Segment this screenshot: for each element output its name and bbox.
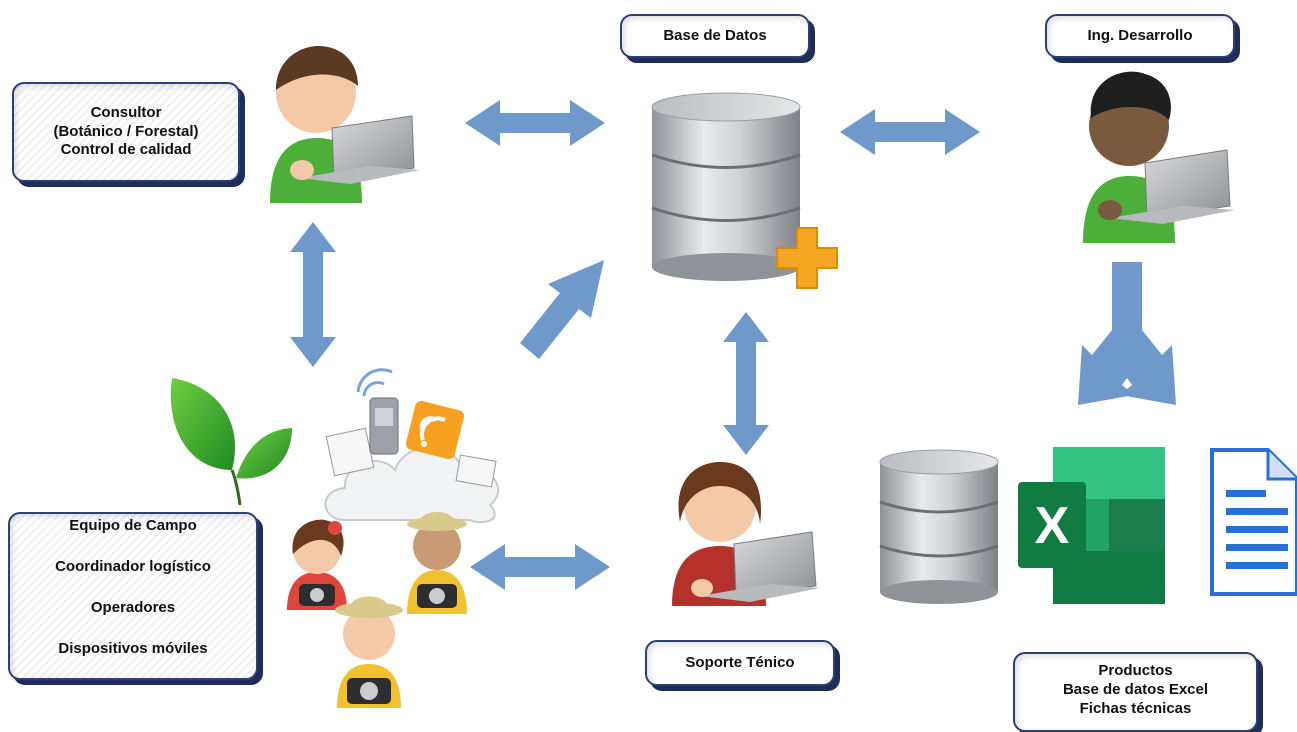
ing-desarrollo-text: Ing. Desarrollo bbox=[1087, 26, 1193, 44]
ing-desarrollo-person-icon bbox=[1083, 71, 1235, 243]
arrow-consultor-campo bbox=[290, 222, 336, 367]
ing-desarrollo-label: Ing. Desarrollo bbox=[1045, 14, 1235, 58]
base-datos-text: Base de Datos bbox=[663, 26, 767, 44]
arrow-consultor-db bbox=[465, 100, 605, 146]
soporte-label: Soporte Ténico bbox=[645, 640, 835, 686]
field-worker-icon bbox=[407, 512, 467, 614]
consultor-role: (Botánico / Forestal) bbox=[53, 122, 199, 140]
productos-label: Productos Base de datos Excel Fichas téc… bbox=[1013, 652, 1258, 732]
field-worker-icon bbox=[287, 519, 347, 610]
excel-icon: X bbox=[1018, 447, 1165, 604]
equipo-dispositivos: Dispositivos móviles bbox=[58, 640, 208, 658]
arrow-db-ing bbox=[840, 109, 980, 155]
arrow-campo-soporte bbox=[470, 544, 610, 590]
equipo-operadores: Operadores bbox=[90, 599, 176, 617]
soporte-person-icon bbox=[672, 462, 820, 606]
cloud-devices-icon bbox=[324, 368, 500, 524]
arrow-campo-db bbox=[520, 260, 604, 359]
consultor-title: Consultor bbox=[90, 103, 162, 121]
arrow-ing-productos bbox=[1078, 262, 1176, 405]
equipo-coordinador: Coordinador logístico bbox=[55, 558, 211, 576]
equipo-title: Equipo de Campo bbox=[69, 517, 197, 535]
product-database-icon bbox=[879, 449, 999, 604]
productos-excel: Base de datos Excel bbox=[1062, 680, 1209, 698]
consultor-label: Consultor (Botánico / Forestal) Control … bbox=[12, 82, 240, 182]
field-worker-icon bbox=[335, 596, 403, 708]
productos-title: Productos bbox=[1098, 662, 1173, 679]
productos-fichas: Fichas técnicas bbox=[1079, 699, 1192, 717]
excel-letter: X bbox=[1035, 497, 1070, 555]
leaf-icon bbox=[170, 378, 292, 506]
base-datos-label: Base de Datos bbox=[620, 14, 810, 58]
soporte-text: Soporte Ténico bbox=[685, 653, 795, 671]
database-icon bbox=[651, 92, 801, 281]
arrow-db-soporte bbox=[723, 312, 769, 455]
equipo-campo-label: Equipo de Campo Coordinador logístico Op… bbox=[8, 512, 258, 680]
consultor-person-icon bbox=[270, 46, 420, 203]
document-icon bbox=[1210, 448, 1297, 596]
plus-icon bbox=[776, 227, 838, 289]
consultor-task: Control de calidad bbox=[60, 141, 192, 159]
